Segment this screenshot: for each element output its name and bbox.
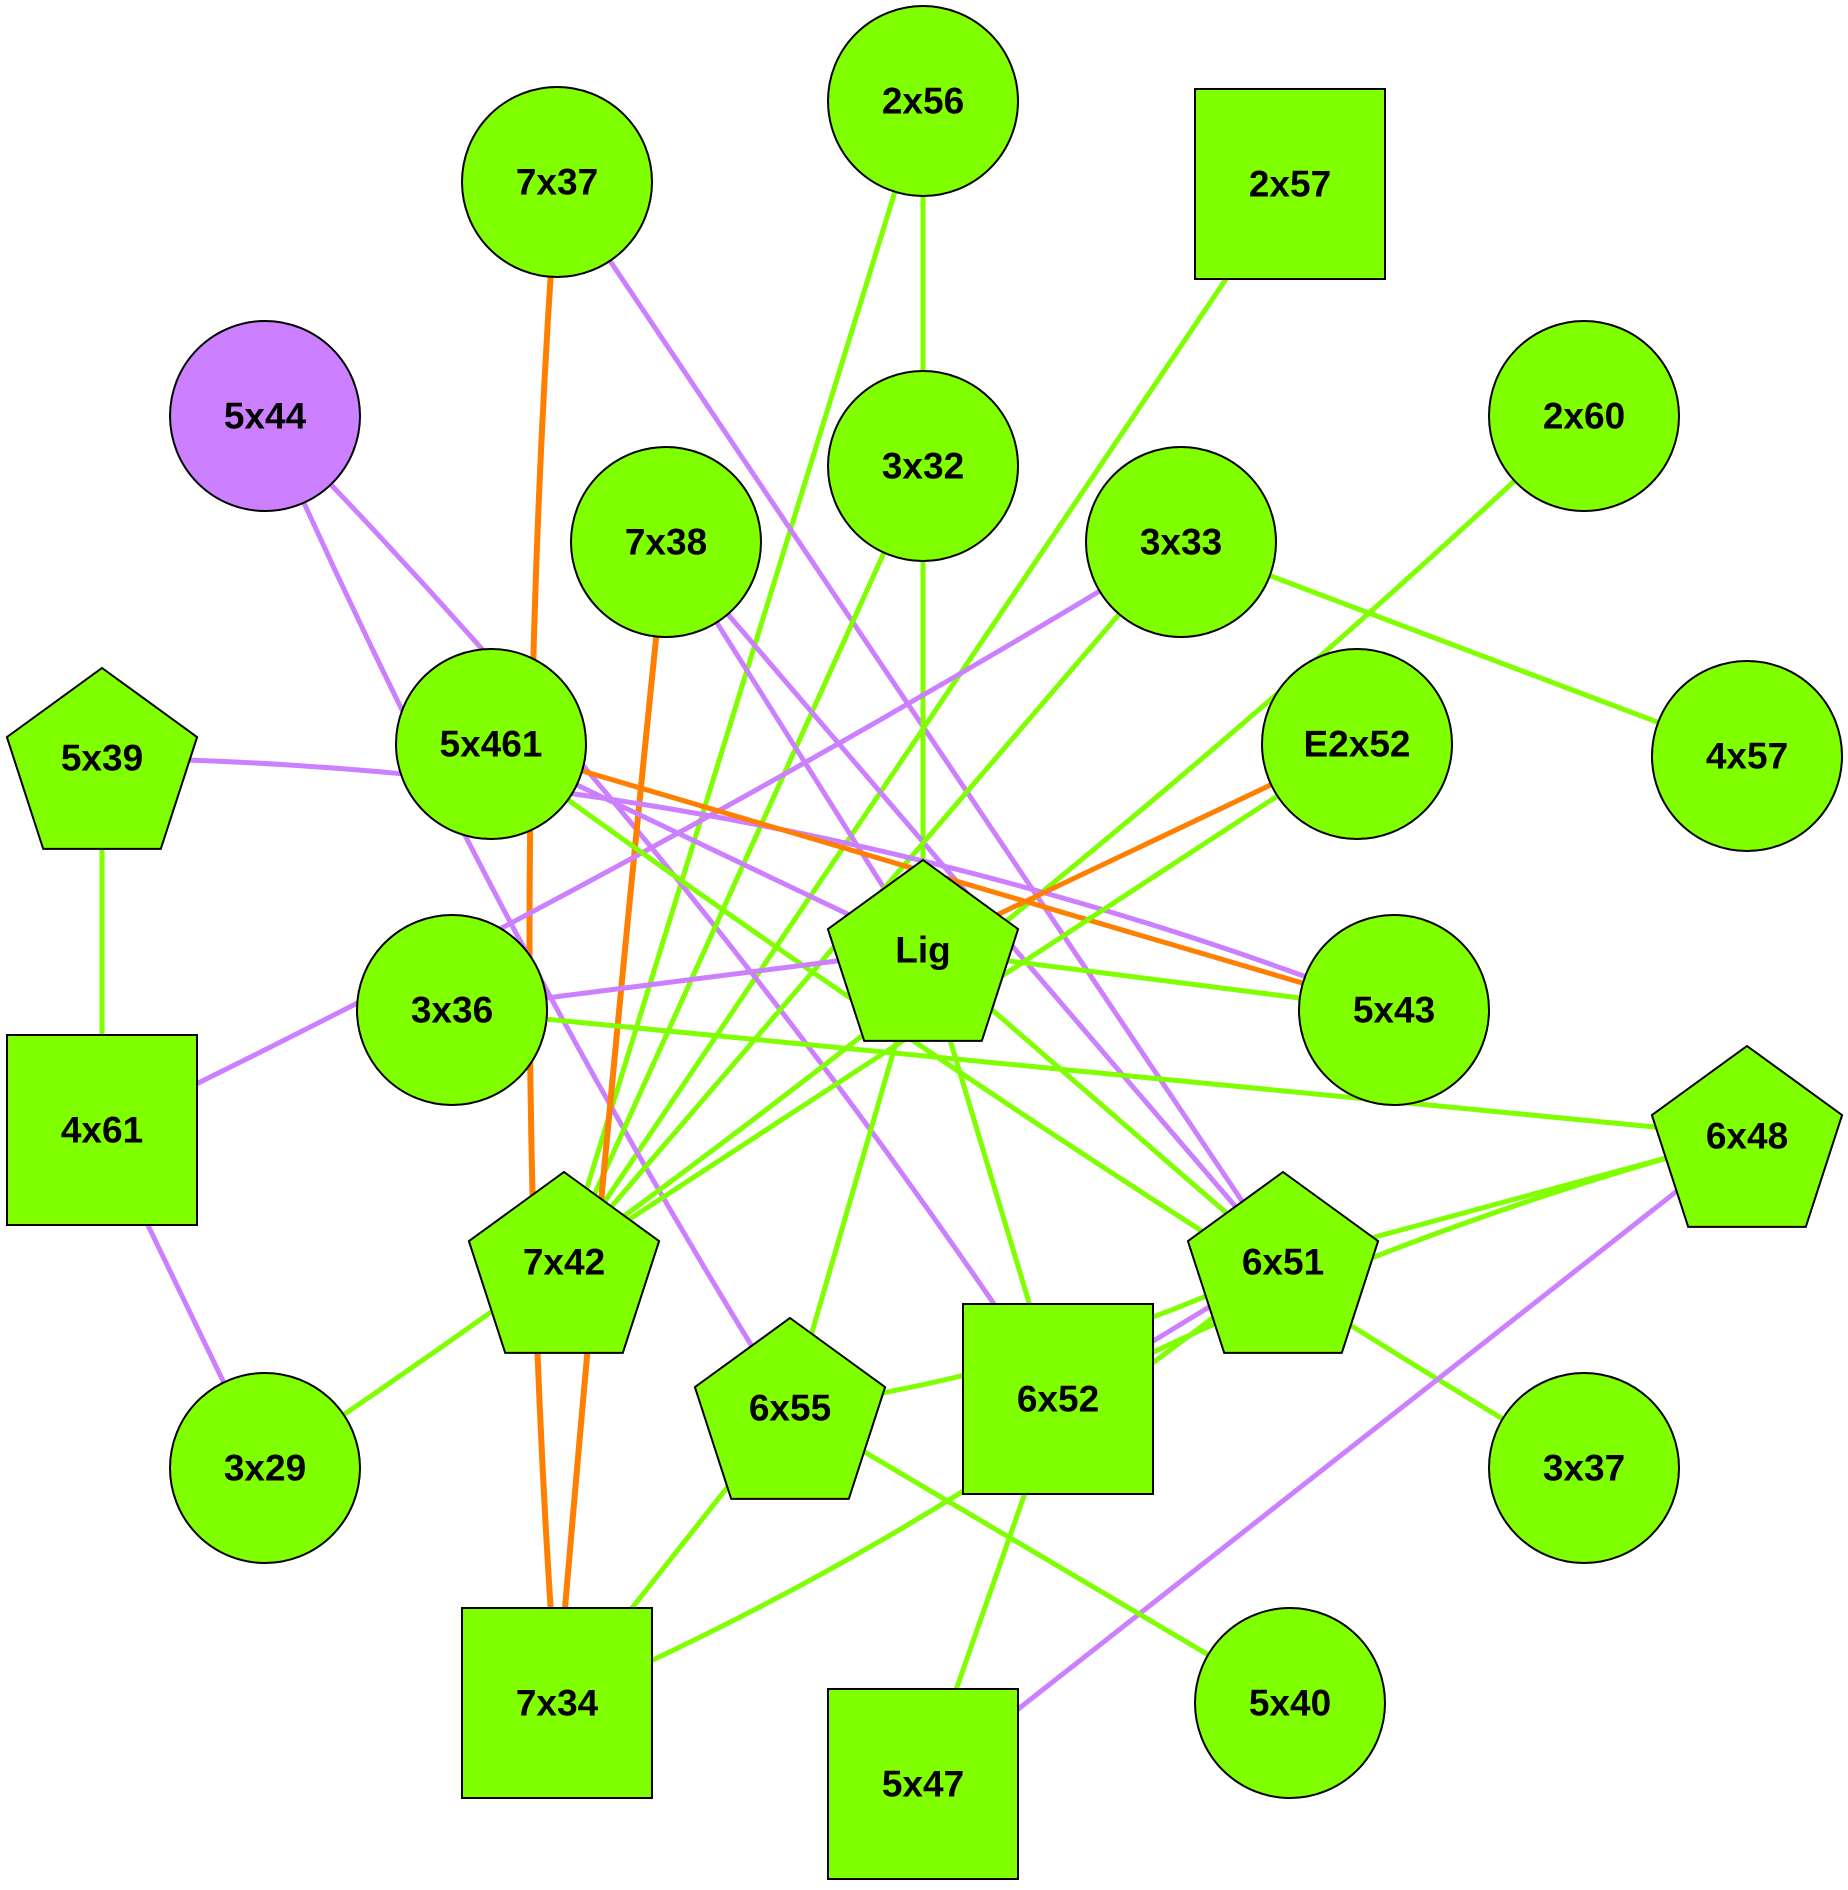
node-label-5x44: 5x44 [224,396,307,437]
nodes-layer: 2x56 7x37 2x57 5x44 2x60 3x32 7x38 3x33 5x39 5x46… [5,5,1844,1880]
node-label-2x57: 2x57 [1249,164,1331,205]
node-2x56: 2x56 [827,5,1019,197]
node-label-e2x52: E2x52 [1304,724,1411,765]
node-e2x52: E2x52 [1261,648,1453,840]
node-pentagon-6x48 [1650,1044,1844,1228]
node-3x29: 3x29 [169,1372,361,1564]
node-label-3x37: 3x37 [1543,1448,1625,1489]
node-circle-3x32 [827,370,1019,562]
edge-6x55-5x40 [788,1405,1292,1706]
node-label-7x38: 7x38 [625,522,707,563]
node-label-6x55: 6x55 [749,1388,831,1429]
node-label-3x32: 3x32 [882,446,964,487]
node-6x48: 6x48 [1650,1044,1844,1228]
edge-6x48-5x47 [921,1134,1749,1786]
node-2x57: 2x57 [1194,88,1386,280]
node-label-2x60: 2x60 [1543,396,1625,437]
node-5x44: 5x44 [169,320,361,512]
node-pentagon-lig [826,858,1020,1042]
node-circle-7x38 [570,446,762,638]
node-square-6x52 [962,1303,1154,1495]
node-circle-7x37 [461,86,653,278]
node-label-5x39: 5x39 [61,738,143,779]
node-5x461: 5x461 [395,648,587,840]
node-square-2x57 [1194,88,1386,280]
node-3x32: 3x32 [827,370,1019,562]
node-label-7x42: 7x42 [523,1242,605,1283]
node-pentagon-6x51 [1186,1170,1380,1354]
node-label-3x33: 3x33 [1140,522,1222,563]
node-label-5x43: 5x43 [1353,990,1435,1031]
node-circle-3x33 [1085,446,1277,638]
node-7x34: 7x34 [461,1607,653,1799]
edge-5x44-6x52 [263,414,1061,1401]
edge-2x56-7x42 [561,100,926,1263]
node-3x33: 3x33 [1085,446,1277,638]
edge-3x33-4x61 [100,539,1183,1133]
edge-7x37-6x51 [554,180,1286,1264]
node-7x42: 7x42 [467,1170,661,1354]
node-label-5x461: 5x461 [440,724,543,765]
edge-3x33-4x57 [1180,539,1748,759]
node-square-5x47 [827,1688,1019,1880]
node-label-4x61: 4x61 [61,1110,143,1151]
node-6x51: 6x51 [1186,1170,1380,1354]
node-circle-5x43 [1298,914,1490,1106]
node-6x52: 6x52 [962,1303,1154,1495]
node-pentagon-5x39 [5,666,199,850]
node-label-6x52: 6x52 [1017,1379,1099,1420]
node-lig: Lig [826,858,1020,1042]
node-circle-3x29 [169,1372,361,1564]
node-3x36: 3x36 [356,914,548,1106]
node-label-6x48: 6x48 [1706,1116,1788,1157]
node-pentagon-7x42 [467,1170,661,1354]
node-label-6x51: 6x51 [1242,1242,1324,1283]
node-label-4x57: 4x57 [1706,736,1788,777]
node-circle-5x44 [169,320,361,512]
edge-7x37-7x34 [526,181,560,1704]
node-circle-e2x52 [1261,648,1453,840]
node-label-7x37: 7x37 [516,162,598,203]
node-label-3x29: 3x29 [224,1448,306,1489]
node-circle-5x461 [395,648,587,840]
edge-5x461-3x37 [489,741,1586,1471]
node-square-7x34 [461,1607,653,1799]
node-5x43: 5x43 [1298,914,1490,1106]
node-label-5x40: 5x40 [1249,1683,1331,1724]
edge-2x57-7x42 [561,182,1293,1264]
edge-7x38-7x34 [554,541,669,1704]
node-5x47: 5x47 [827,1688,1019,1880]
node-4x61: 4x61 [6,1034,198,1226]
node-3x37: 3x37 [1488,1372,1680,1564]
node-circle-2x60 [1488,320,1680,512]
node-square-4x61 [6,1034,198,1226]
node-5x39: 5x39 [5,666,199,850]
node-label-7x34: 7x34 [516,1683,599,1724]
node-6x55: 6x55 [693,1316,887,1500]
node-label-5x47: 5x47 [882,1764,964,1805]
node-circle-2x56 [827,5,1019,197]
edge-3x36-6x48 [451,1007,1748,1139]
node-7x38: 7x38 [570,446,762,638]
node-circle-4x57 [1651,660,1843,852]
node-2x60: 2x60 [1488,320,1680,512]
node-label-lig: Lig [895,930,950,971]
node-5x40: 5x40 [1194,1607,1386,1799]
node-label-3x36: 3x36 [411,990,493,1031]
node-pentagon-6x55 [693,1316,887,1500]
node-circle-3x36 [356,914,548,1106]
node-7x37: 7x37 [461,86,653,278]
node-circle-3x37 [1488,1372,1680,1564]
node-label-2x56: 2x56 [882,81,964,122]
edge-6x51-7x34 [556,1260,1285,1706]
node-4x57: 4x57 [1651,660,1843,852]
node-circle-5x40 [1194,1607,1386,1799]
